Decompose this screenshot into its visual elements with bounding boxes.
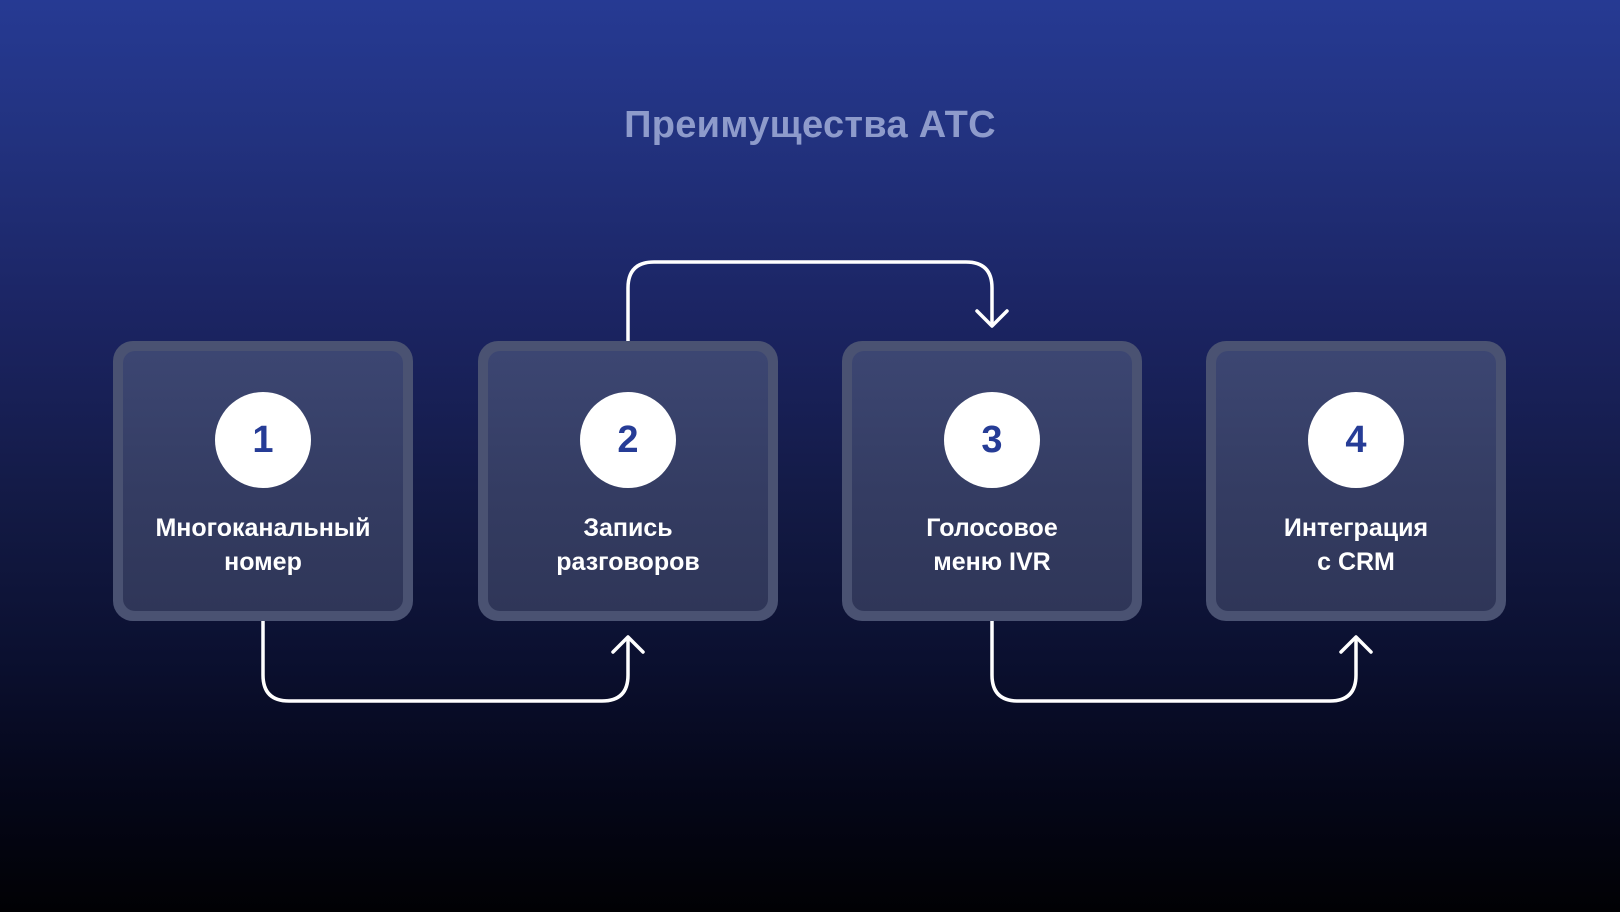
step-label-line1: Голосовое	[926, 514, 1058, 542]
step-label-line1: Запись	[583, 514, 673, 542]
step-card-panel: 3 Голосовое меню IVR	[852, 351, 1132, 611]
step-label-line1: Многоканальный	[155, 514, 371, 542]
step-label: Запись разговоров	[488, 511, 768, 579]
step-number-badge: 4	[1308, 392, 1404, 488]
step-label: Многоканальный номер	[123, 511, 403, 579]
connector-1-to-2	[261, 619, 630, 703]
step-card-1: 1 Многоканальный номер	[113, 341, 413, 621]
connector-2-to-3	[626, 260, 994, 343]
step-card-3: 3 Голосовое меню IVR	[842, 341, 1142, 621]
step-label-line2: с CRM	[1317, 548, 1395, 576]
step-label-line2: номер	[224, 548, 302, 576]
step-label-line1: Интеграция	[1283, 514, 1429, 542]
connector-3-to-4	[990, 619, 1358, 703]
step-number-badge: 2	[580, 392, 676, 488]
arrow-head-down-icon	[975, 309, 1009, 328]
arrow-head-up-icon	[1339, 635, 1373, 654]
step-card-4: 4 Интеграция с CRM	[1206, 341, 1506, 621]
step-card-panel: 2 Запись разговоров	[488, 351, 768, 611]
step-label-line2: меню IVR	[933, 548, 1051, 576]
step-number-badge: 3	[944, 392, 1040, 488]
arrow-head-up-icon	[611, 635, 645, 654]
step-number-badge: 1	[215, 392, 311, 488]
step-card-panel: 1 Многоканальный номер	[123, 351, 403, 611]
step-card-2: 2 Запись разговоров	[478, 341, 778, 621]
page-title: Преимущества АТС	[624, 104, 996, 146]
step-label: Голосовое меню IVR	[852, 511, 1132, 579]
step-card-panel: 4 Интеграция с CRM	[1216, 351, 1496, 611]
step-label: Интеграция с CRM	[1216, 511, 1496, 579]
step-label-line2: разговоров	[556, 548, 700, 576]
